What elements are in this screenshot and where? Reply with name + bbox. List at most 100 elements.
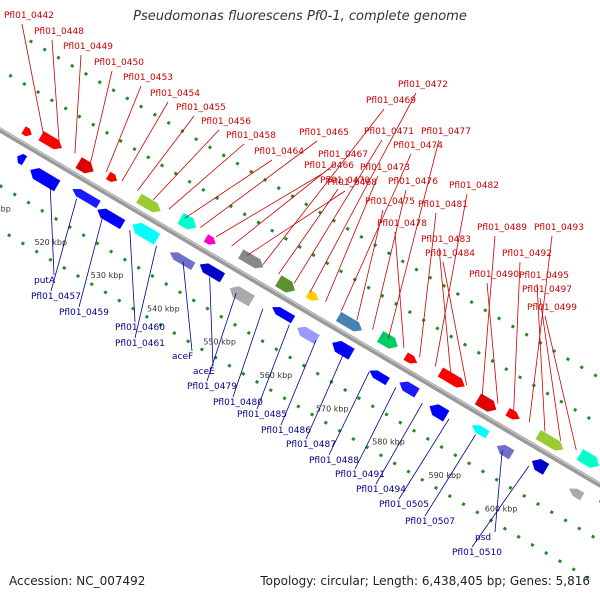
reverse-label: psd [475,533,491,543]
reverse-leader [305,355,343,440]
reverse-gene-shape [428,403,451,423]
forward-label: Pfl01_0476 [388,177,438,187]
reverse-gene [496,444,516,461]
forward-leader [137,115,195,191]
tick-lane [0,184,600,543]
reverse-leader [354,387,397,470]
reverse-gene-shape [496,444,516,461]
reverse-label: Pfl01_0479 [187,382,237,392]
forward-gene [135,193,162,213]
scale-label: 570 kbp [316,404,349,413]
forward-label: Pfl01_0442 [4,11,54,21]
reverse-gene-shape [368,369,391,386]
forward-leader [372,189,407,330]
reverse-leader [206,292,237,382]
reverse-leader [49,182,55,276]
reverse-gene-shape [331,340,356,361]
reverse-gene-shape [29,167,62,193]
forward-leader [168,143,245,210]
reverse-label: Pfl01_0494 [356,485,406,495]
forward-leader [539,297,562,441]
forward-labels: Pfl01_0442Pfl01_0448Pfl01_0449Pfl01_0450… [4,11,584,451]
forward-label: Pfl01_0481 [418,200,468,210]
forward-gene-shape [474,392,497,413]
reverse-label: Pfl01_0485 [237,410,287,420]
forward-label: Pfl01_0499 [527,303,577,313]
reverse-label: Pfl01_0457 [31,292,81,302]
forward-leader [105,85,142,173]
reverse-gene-shape [96,208,127,230]
forward-label: Pfl01_0468 [327,178,377,188]
forward-label: Pfl01_0470 [320,176,370,186]
forward-gene-shape [274,274,296,294]
forward-leader [200,140,318,228]
forward-leader [481,235,496,395]
forward-label: Pfl01_0465 [299,128,349,138]
forward-gene [504,407,521,420]
forward-leader [278,188,339,275]
forward-leader [544,315,577,451]
reverse-gene [199,262,226,284]
forward-gene-shape [534,429,565,452]
forward-label: Pfl01_0469 [366,96,416,106]
forward-gene [402,351,418,364]
reverse-label: Pfl01_0510 [452,548,502,558]
forward-label: Pfl01_0471 [364,127,414,137]
reverse-label: Pfl01_0460 [115,323,165,333]
forward-label: Pfl01_0493 [534,223,584,233]
reverse-gene-shape [71,188,102,209]
reverse-leader [398,418,450,500]
reverse-label: aceF [172,352,193,362]
forward-leader [394,231,405,349]
gene-blocks [16,125,600,514]
reverse-gene [531,458,550,476]
accession-label: Accession: NC_007492 [9,574,146,588]
forward-label: Pfl01_0458 [226,131,276,141]
scale-label: 580 kbp [372,438,405,447]
forward-gene [474,392,497,413]
forward-gene [335,311,363,332]
forward-gene [105,171,118,183]
forward-leader [51,39,60,145]
forward-leader [293,139,383,284]
reverse-leader [182,261,193,352]
forward-gene [20,125,33,137]
reverse-leader [78,214,104,308]
forward-gene-shape [203,233,217,246]
reverse-label: Pfl01_0461 [115,339,165,349]
forward-gene-shape [237,248,265,269]
forward-leader [325,175,379,302]
forward-label: Pfl01_0466 [304,161,354,171]
forward-label: Pfl01_0473 [360,163,410,173]
forward-label: Pfl01_0474 [393,141,443,151]
reverse-leader [328,371,370,456]
reverse-gene [428,403,451,423]
forward-leader [513,261,521,413]
scale-label: 540 kbp [147,304,180,313]
forward-label: Pfl01_0483 [421,235,471,245]
forward-leader [528,235,553,423]
reverse-label: Pfl01_0488 [309,456,359,466]
forward-label: Pfl01_0448 [34,27,84,37]
reverse-gene [96,208,127,230]
reverse-label: aceE [193,367,215,377]
reverse-leader [134,245,157,339]
forward-gene [237,248,265,269]
reverse-leader [494,450,503,533]
forward-label: Pfl01_0484 [425,249,475,259]
forward-label: Pfl01_0477 [421,127,471,137]
forward-leader [184,159,273,219]
scale-label: 590 kbp [429,471,462,480]
topology-label: Topology: circular; Length: 6,438,405 bp… [260,574,590,588]
forward-leader [442,261,468,386]
forward-gene [575,448,600,469]
reverse-label: Pfl01_0480 [213,398,263,408]
forward-gene-shape [402,351,418,364]
forward-gene [74,156,95,174]
forward-gene [176,212,197,231]
reverse-gene-shape [229,285,256,308]
forward-leader [419,212,437,358]
forward-gene [203,233,217,246]
reverse-leader [471,465,530,548]
